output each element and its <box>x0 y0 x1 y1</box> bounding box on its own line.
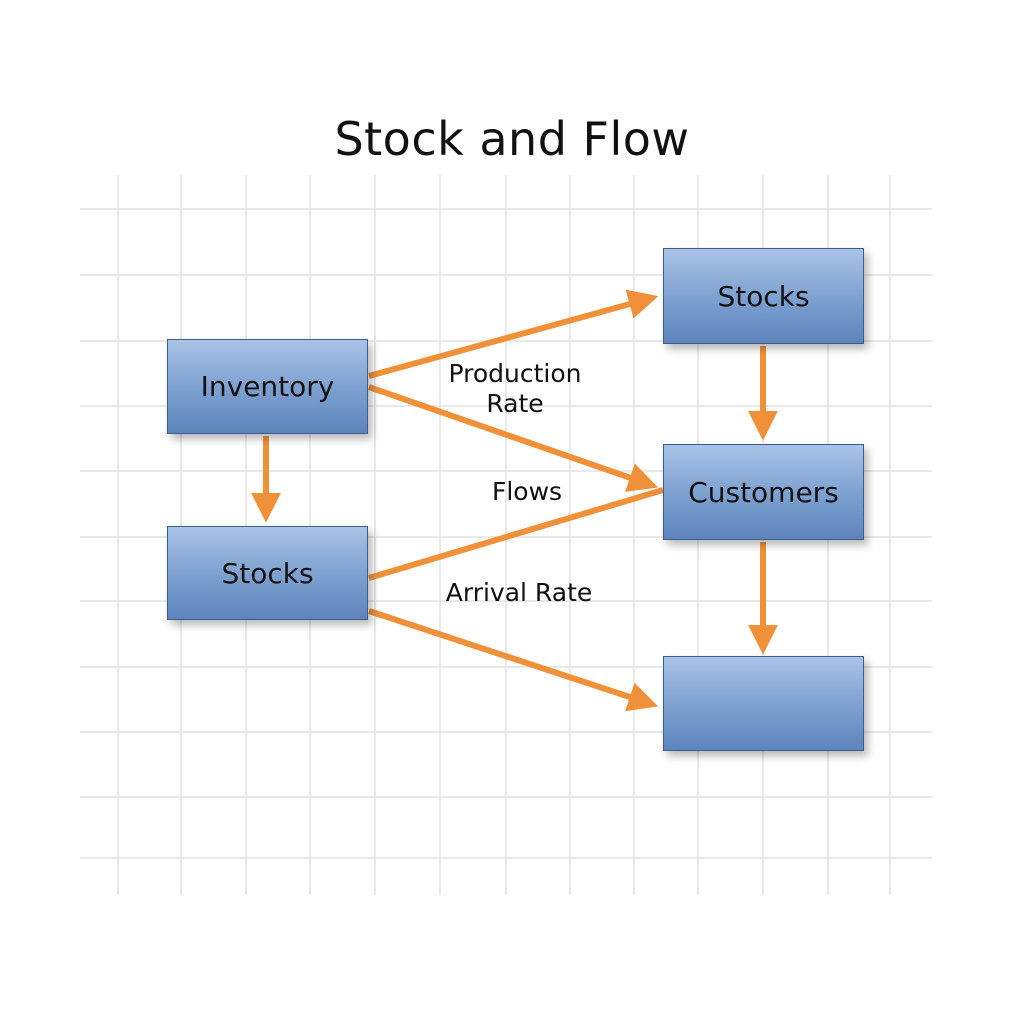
flow-label-production-line2: Rate <box>486 389 544 418</box>
arrow-inventory-to-stocks-right <box>368 289 659 379</box>
node-customers: Customers <box>663 444 864 540</box>
flow-label-arrival-rate: Arrival Rate <box>445 578 593 607</box>
node-customers-label: Customers <box>688 475 839 509</box>
arrow-inventory-to-customers <box>368 384 659 492</box>
node-inventory: Inventory <box>167 339 368 434</box>
node-stocks-left-label: Stocks <box>221 556 314 590</box>
flow-label-production-line1: Production <box>448 359 582 388</box>
node-inventory-label: Inventory <box>200 370 335 403</box>
flow-label-flows: Flows <box>491 477 563 506</box>
node-stocks-left: Stocks <box>167 526 368 620</box>
node-stocks-right-label: Stocks <box>717 279 810 313</box>
arrow-stocks-left-to-empty-box <box>368 608 659 712</box>
node-empty <box>663 656 864 751</box>
node-stocks-right: Stocks <box>663 248 864 344</box>
diagram-title: Stock and Flow <box>334 112 690 166</box>
flow-label-production-rate: Production Rate <box>430 359 600 419</box>
arrow-stocks-left-to-customers <box>368 487 664 581</box>
